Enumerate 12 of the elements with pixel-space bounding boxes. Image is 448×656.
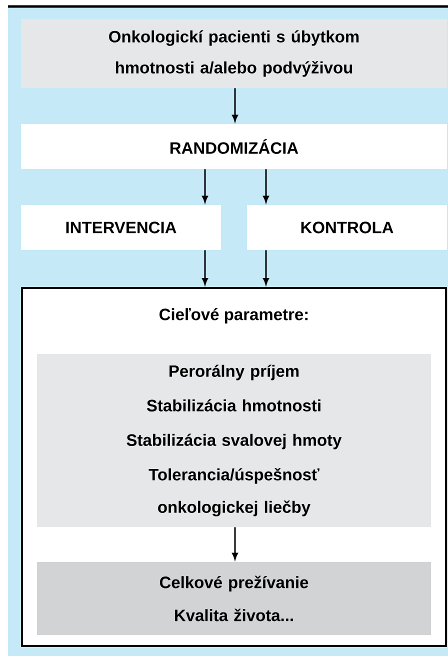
outcome-box: Celkové prežívanie Kvalita života... [37,562,431,635]
input-box: Onkologickí pacienti s úbytkom hmotnosti a/alebo podvýživou [21,19,447,88]
group-box: INTERVENCIA [21,205,221,250]
arrow [232,88,238,122]
arrow [232,527,238,560]
group-box: KONTROLA [247,205,447,250]
arrow [202,169,208,203]
process-box: RANDOMIZÁCIA [21,124,447,169]
arrow [202,250,208,285]
parameter-box: Perorálny príjem Stabilizácia hmotnosti Stabilizácia svalovej hmoty Tolerancia/úspešnosť onkologickej liečby [37,354,431,527]
arrow [263,250,269,285]
arrow [263,169,269,203]
